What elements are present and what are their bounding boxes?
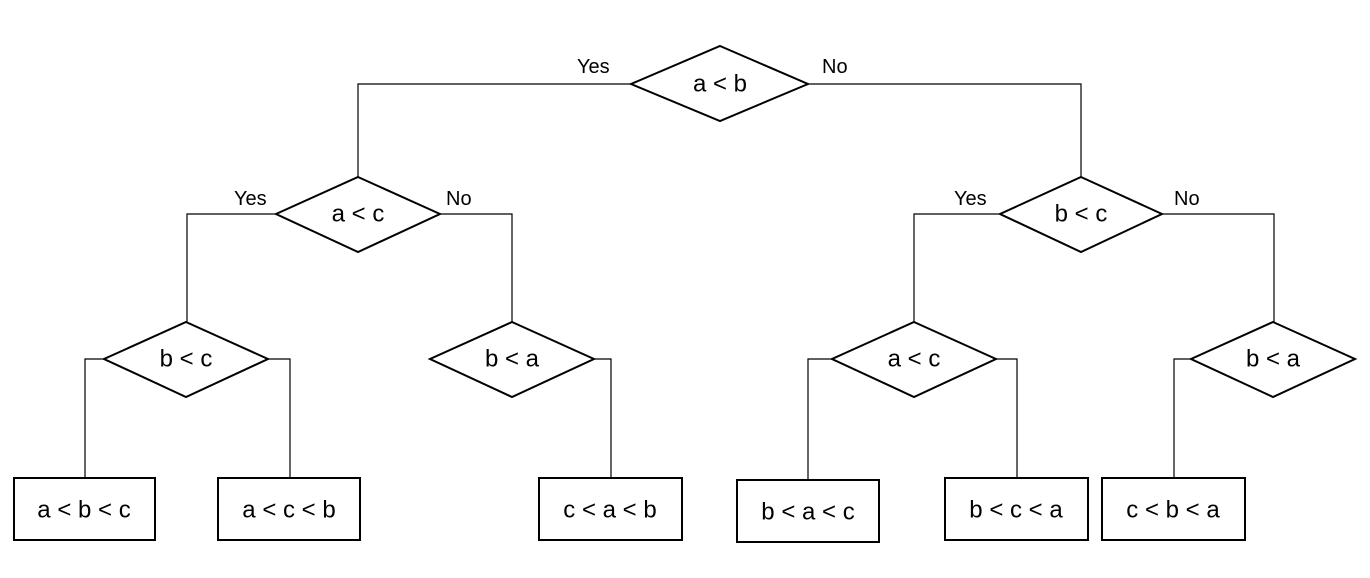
outcome-rect bbox=[538, 477, 683, 541]
decision-label: a < c bbox=[332, 201, 385, 228]
decision-node-left-left: b < c bbox=[101, 320, 271, 399]
edge-right-left-no bbox=[996, 358, 1018, 478]
decision-node-right-right: b < a bbox=[1188, 320, 1358, 399]
decision-diamond bbox=[101, 320, 271, 399]
branch-labels: Yes No Yes No Yes No bbox=[234, 56, 1200, 210]
label-right-no: No bbox=[1174, 188, 1200, 210]
decision-node-right: b < c bbox=[997, 175, 1165, 254]
decision-diamond bbox=[1188, 320, 1358, 399]
outcome-label: c < a < b bbox=[563, 497, 656, 524]
label-left-no: No bbox=[446, 188, 472, 210]
edge-left-left-no bbox=[268, 358, 291, 478]
decision-label: a < c bbox=[888, 346, 941, 373]
label-right-yes: Yes bbox=[954, 188, 987, 210]
outcome-box-5: b < c < a bbox=[944, 477, 1089, 541]
label-root-yes: Yes bbox=[577, 56, 610, 78]
outcome-label: b < a < c bbox=[761, 499, 854, 526]
edge-right-left-yes bbox=[807, 358, 832, 480]
outcome-label: a < c < b bbox=[242, 497, 335, 524]
decision-node-left: a < c bbox=[273, 175, 443, 254]
decision-label: a < b bbox=[693, 71, 747, 98]
outcome-rect bbox=[1101, 477, 1246, 541]
outcome-box-3: c < a < b bbox=[538, 477, 683, 541]
connectors bbox=[84, 83, 1275, 480]
decision-label: b < a bbox=[485, 346, 540, 373]
edge-root-yes bbox=[357, 83, 631, 177]
outcome-label: a < b < c bbox=[37, 497, 130, 524]
edge-left-yes bbox=[186, 213, 276, 322]
outcome-box-4: b < a < c bbox=[736, 479, 880, 543]
decision-diamond bbox=[273, 175, 443, 254]
decision-label: b < a bbox=[1246, 346, 1301, 373]
outcome-box-6: c < b < a bbox=[1101, 477, 1246, 541]
edge-root-no bbox=[808, 83, 1082, 177]
outcome-label: c < b < a bbox=[1126, 497, 1220, 524]
decision-node-left-right: b < a bbox=[427, 320, 597, 399]
edge-right-no bbox=[1162, 213, 1275, 322]
edge-left-right-no bbox=[594, 358, 612, 478]
decision-label: b < c bbox=[160, 346, 213, 373]
edge-left-no bbox=[440, 213, 513, 322]
decision-diamond bbox=[427, 320, 597, 399]
outcome-rect bbox=[13, 477, 156, 541]
outcome-rect bbox=[217, 477, 361, 541]
label-root-no: No bbox=[822, 56, 848, 78]
decision-diamond bbox=[628, 44, 811, 123]
edge-right-right-yes bbox=[1173, 358, 1191, 478]
label-left-yes: Yes bbox=[234, 188, 267, 210]
edge-left-left-yes bbox=[84, 358, 104, 478]
outcome-label: b < c < a bbox=[969, 497, 1063, 524]
decision-diamond bbox=[997, 175, 1165, 254]
decision-node-right-left: a < c bbox=[829, 320, 999, 399]
outcome-box-2: a < c < b bbox=[217, 477, 361, 541]
decision-diamond bbox=[829, 320, 999, 399]
edge-right-yes bbox=[913, 213, 1000, 322]
decision-label: b < c bbox=[1055, 201, 1108, 228]
outcome-rect bbox=[736, 479, 880, 543]
outcome-rect bbox=[944, 477, 1089, 541]
outcome-box-1: a < b < c bbox=[13, 477, 156, 541]
decision-node-root: a < b bbox=[628, 44, 811, 123]
